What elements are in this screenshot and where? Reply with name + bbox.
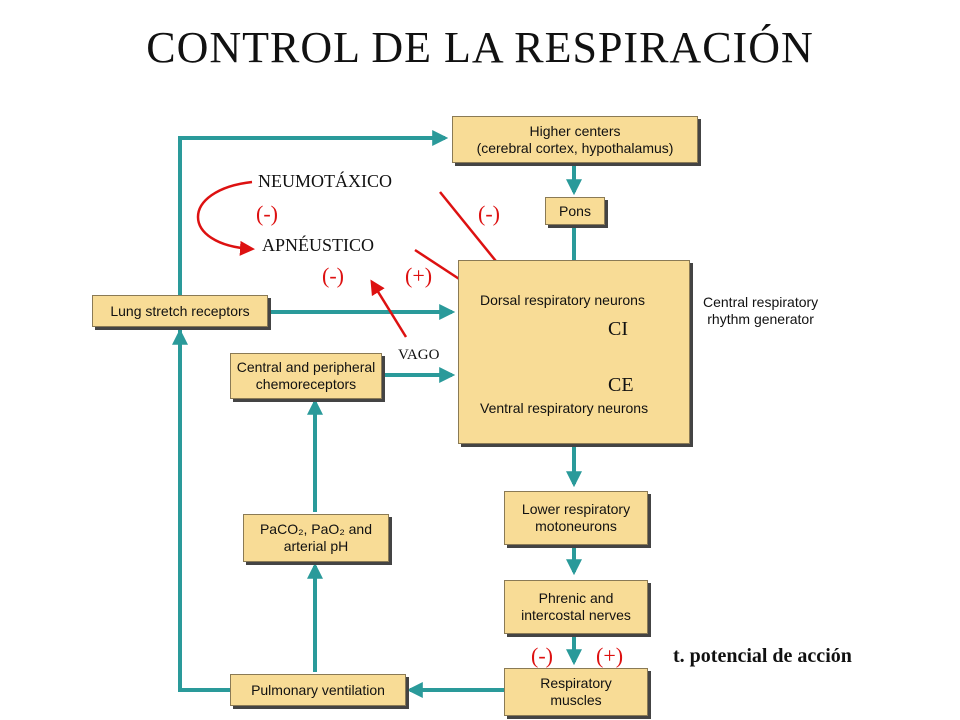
minus-dorsal-label: (-) xyxy=(478,201,500,226)
chemoreceptors-line2: chemoreceptors xyxy=(255,376,357,392)
phrenic-line2: intercostal nerves xyxy=(521,607,631,623)
ce-label: CE xyxy=(608,374,634,396)
respiratory-muscles-box: Respiratory muscles xyxy=(504,668,648,716)
rhythm-generator-caption: Central respiratory rhythm generator xyxy=(703,294,818,328)
pons-box: Pons xyxy=(545,197,605,225)
neumotaxico-label: NEUMOTÁXICO xyxy=(258,171,392,191)
lung-stretch-label: Lung stretch receptors xyxy=(110,302,250,319)
minus-neumotaxico-label: (-) xyxy=(256,201,278,226)
paco2-line1: PaCO₂, PaO₂ and xyxy=(259,521,373,537)
vago-to-apneustico-arrow xyxy=(370,279,408,338)
higher-centers-line1: Higher centers xyxy=(529,122,621,139)
lower-motoneurons-line2: motoneurons xyxy=(535,518,617,534)
lower-motoneurons-box: Lower respiratory motoneurons xyxy=(504,491,648,545)
feedback-trunk-arrow xyxy=(178,130,449,692)
pulmonary-ventilation-label: Pulmonary ventilation xyxy=(251,681,385,698)
pons-label: Pons xyxy=(559,202,591,219)
vago-label: VAGO xyxy=(398,347,440,363)
minus-bottom-label: (-) xyxy=(531,643,553,668)
paco2-line2: arterial pH xyxy=(283,538,349,554)
plus-apneustico-label: (+) xyxy=(405,263,433,288)
rhythm-generator-caption-line1: Central respiratory xyxy=(703,294,819,310)
chemoreceptors-line1: Central and peripheral xyxy=(236,359,376,375)
phrenic-box: Phrenic and intercostal nerves xyxy=(504,580,648,634)
paco2-box: PaCO₂, PaO₂ and arterial pH xyxy=(243,514,389,562)
higher-centers-box: Higher centers (cerebral cortex, hypotha… xyxy=(452,116,698,163)
lung-stretch-box: Lung stretch receptors xyxy=(92,295,268,327)
potencial-accion-label: t. potencial de acción xyxy=(673,645,852,667)
dorsal-neurons-label: Dorsal respiratory neurons xyxy=(480,292,645,308)
plus-bottom-label: (+) xyxy=(596,643,624,668)
ventral-neurons-label: Ventral respiratory neurons xyxy=(480,400,649,416)
pulmonary-ventilation-box: Pulmonary ventilation xyxy=(230,674,406,706)
lower-motoneurons-line1: Lower respiratory xyxy=(521,501,631,517)
phrenic-line1: Phrenic and xyxy=(538,590,614,606)
diagram-title: CONTROL DE LA RESPIRACIÓN xyxy=(146,23,814,72)
chemoreceptors-box: Central and peripheral chemoreceptors xyxy=(230,353,382,399)
respiratory-muscles-line2: muscles xyxy=(550,692,602,708)
rhythm-generator-box xyxy=(458,260,690,444)
neumotaxico-to-apneustico-arrow xyxy=(196,180,255,256)
minus-apneustico-label: (-) xyxy=(322,263,344,288)
higher-centers-line2: (cerebral cortex, hypothalamus) xyxy=(476,139,674,156)
ci-label: CI xyxy=(608,318,628,340)
apneustico-label: APNÉUSTICO xyxy=(262,235,375,255)
respiratory-muscles-line1: Respiratory xyxy=(540,675,612,691)
rhythm-generator-caption-line2: rhythm generator xyxy=(707,311,814,327)
